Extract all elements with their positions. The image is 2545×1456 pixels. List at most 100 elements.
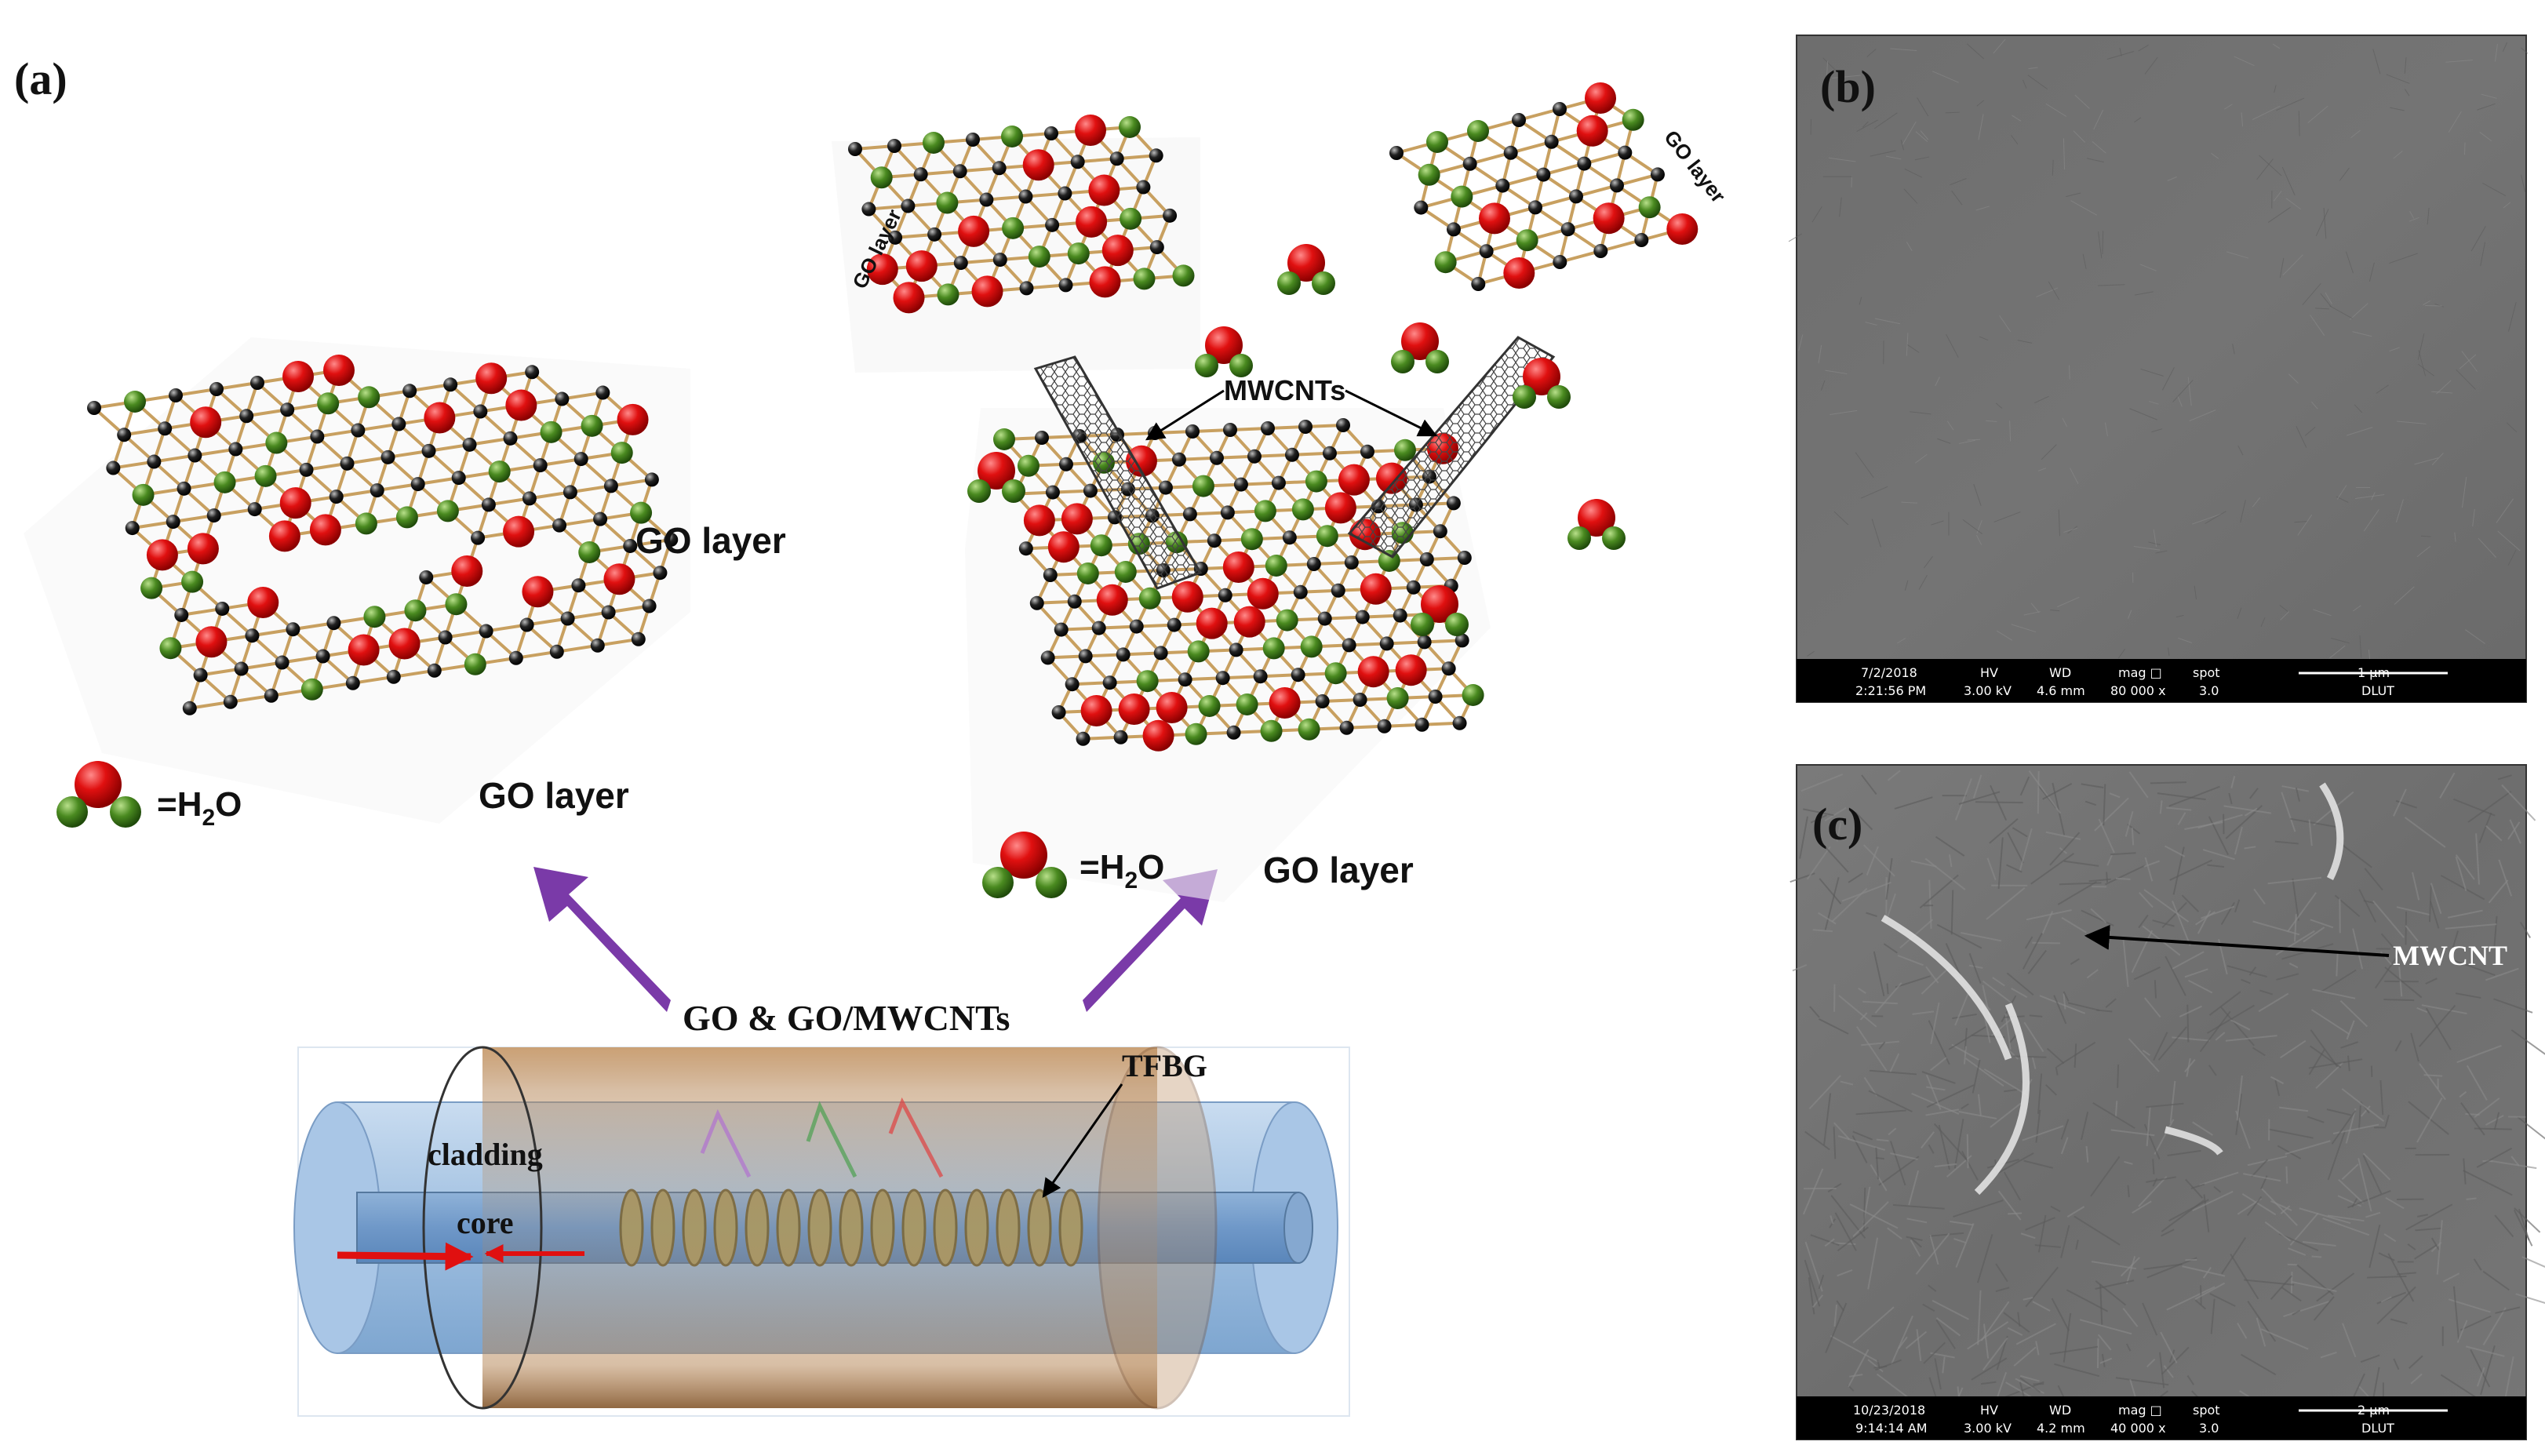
sem-texture-fibril: [2241, 1193, 2277, 1216]
sem-info-wd: 4.2 mm: [2037, 1421, 2085, 1436]
sem-texture-fibril: [2205, 511, 2226, 524]
sem-info-mag: 80 000 x: [2110, 683, 2166, 698]
sem-texture-fibril: [1996, 1371, 2008, 1400]
hydrogen-atom: [1028, 246, 1050, 268]
sem-texture-fibril: [2060, 1137, 2069, 1155]
sem-texture-fibril: [2095, 1280, 2127, 1306]
sem-texture-fibril: [1800, 774, 1844, 792]
sem-texture-fibril: [2019, 828, 2033, 871]
carbon-atom: [1503, 145, 1518, 160]
sem-texture-fibril: [1804, 1130, 1830, 1151]
sem-texture-fibril: [2314, 308, 2329, 310]
hydrogen-atom: [1192, 475, 1214, 497]
carbon-atom: [380, 450, 395, 464]
sem-texture-fibril: [2389, 347, 2400, 352]
oxygen-atom: [190, 406, 222, 439]
sem-texture-fibril: [2144, 997, 2161, 1018]
sem-texture-fibril: [1878, 1041, 1886, 1050]
sem-texture-fibril: [1925, 1108, 1959, 1116]
sem-texture-fibril: [2456, 1320, 2468, 1343]
carbon-atom: [1306, 557, 1321, 571]
carbon-atom: [1355, 610, 1370, 624]
sem-texture-fibril: [2259, 155, 2282, 177]
hydrogen-atom: [1185, 723, 1207, 745]
sem-texture-fibril: [2041, 444, 2057, 460]
sem-texture-fibril: [2063, 138, 2066, 170]
sem-texture-fibril: [2146, 1176, 2176, 1183]
carbon-atom: [1207, 533, 1222, 548]
sem-texture-fibril: [2459, 354, 2477, 369]
sem-texture-fibril: [2496, 498, 2514, 523]
sem-texture-fibril: [2066, 192, 2081, 198]
sem-texture-fibril: [2192, 1121, 2213, 1136]
hydrogen-atom: [254, 464, 277, 487]
carbon-atom: [125, 521, 140, 536]
carbon-atom: [209, 382, 224, 396]
sem-texture-fibril: [1848, 1349, 1870, 1388]
hydrogen-atom: [1119, 116, 1141, 138]
sem-texture-fibril: [1906, 1218, 1928, 1224]
sem-texture-fibril: [2416, 1006, 2428, 1014]
sem-texture-fibril: [2407, 1243, 2416, 1250]
sem-texture-fibril: [2172, 951, 2205, 970]
sem-texture-fibril: [2161, 1228, 2175, 1237]
oxygen-atom: [1585, 82, 1616, 114]
sem-texture-fibril: [1948, 854, 1953, 868]
sem-texture-fibril: [1995, 402, 2003, 409]
carbon-atom: [419, 570, 434, 584]
carbon-atom: [631, 632, 646, 646]
sem-texture-fibril: [2341, 1088, 2385, 1123]
hydrogen-atom: [1445, 613, 1469, 636]
sem-info-hv: 3.00 kV: [1964, 683, 2012, 698]
carbon-atom: [166, 515, 180, 530]
sem-texture-fibril: [1986, 887, 2026, 920]
sem-texture-fibril: [2408, 217, 2419, 222]
sem-texture-fibril: [2060, 1225, 2070, 1258]
sem-texture-fibril: [2086, 158, 2104, 163]
sem-texture-fibril: [2134, 117, 2142, 123]
sem-texture-fibril: [2331, 1110, 2357, 1145]
sem-texture-fibril: [1932, 1299, 1969, 1320]
sem-texture-fibril: [1873, 951, 1885, 996]
hydrogen-atom: [213, 471, 236, 493]
sem-info-wd-label: WD: [2049, 1403, 2071, 1418]
sem-texture-fibril: [1972, 1059, 1981, 1094]
carbon-atom: [992, 161, 1007, 176]
sem-texture-fibril: [2440, 1374, 2476, 1398]
hydrogen-atom: [1291, 498, 1314, 521]
sem-texture-fibril: [2394, 586, 2415, 605]
carbon-atom: [664, 532, 679, 547]
sem-texture-fibril: [2299, 1207, 2351, 1225]
carbon-atom: [299, 462, 314, 477]
sem-texture-fibril: [1878, 1156, 1920, 1186]
carbon-atom: [653, 566, 668, 581]
hydrogen-atom: [464, 653, 486, 675]
sem-texture-fibril: [2274, 85, 2277, 93]
oxygen-atom: [1061, 503, 1093, 535]
oxygen-atom: [1357, 656, 1389, 688]
sem-texture-fibril: [1989, 818, 2019, 844]
oxygen-atom: [1503, 257, 1535, 289]
sem-texture-fibril: [2396, 1272, 2416, 1276]
hydrogen-atom: [404, 599, 427, 622]
sem-texture-fibril: [2352, 928, 2364, 970]
sem-texture-fibril: [2133, 546, 2160, 551]
sem-texture-fibril: [2104, 864, 2146, 886]
sem-texture-fibril: [2088, 878, 2111, 883]
carbon-atom: [593, 511, 608, 526]
carbon-atom: [1479, 244, 1494, 259]
sem-info-wd: 4.6 mm: [2037, 683, 2085, 698]
sem-texture-fibril: [1833, 1305, 1838, 1327]
hydrogen-atom: [1316, 525, 1338, 548]
sem-texture-fibril: [2081, 1111, 2089, 1141]
sem-texture-fibril: [1976, 520, 1982, 534]
carbon-atom: [1029, 595, 1044, 610]
sem-texture-fibril: [2143, 1123, 2161, 1160]
sem-texture-fibril: [1825, 369, 1848, 375]
sem-texture-fibril: [2410, 1032, 2419, 1062]
sem-texture-fibril: [1858, 987, 1866, 994]
grating-label: TFBG: [1122, 1048, 1207, 1083]
hydrogen-atom: [355, 512, 377, 535]
sem-texture-fibril: [2207, 864, 2225, 868]
sem-texture-fibril: [2124, 811, 2134, 837]
